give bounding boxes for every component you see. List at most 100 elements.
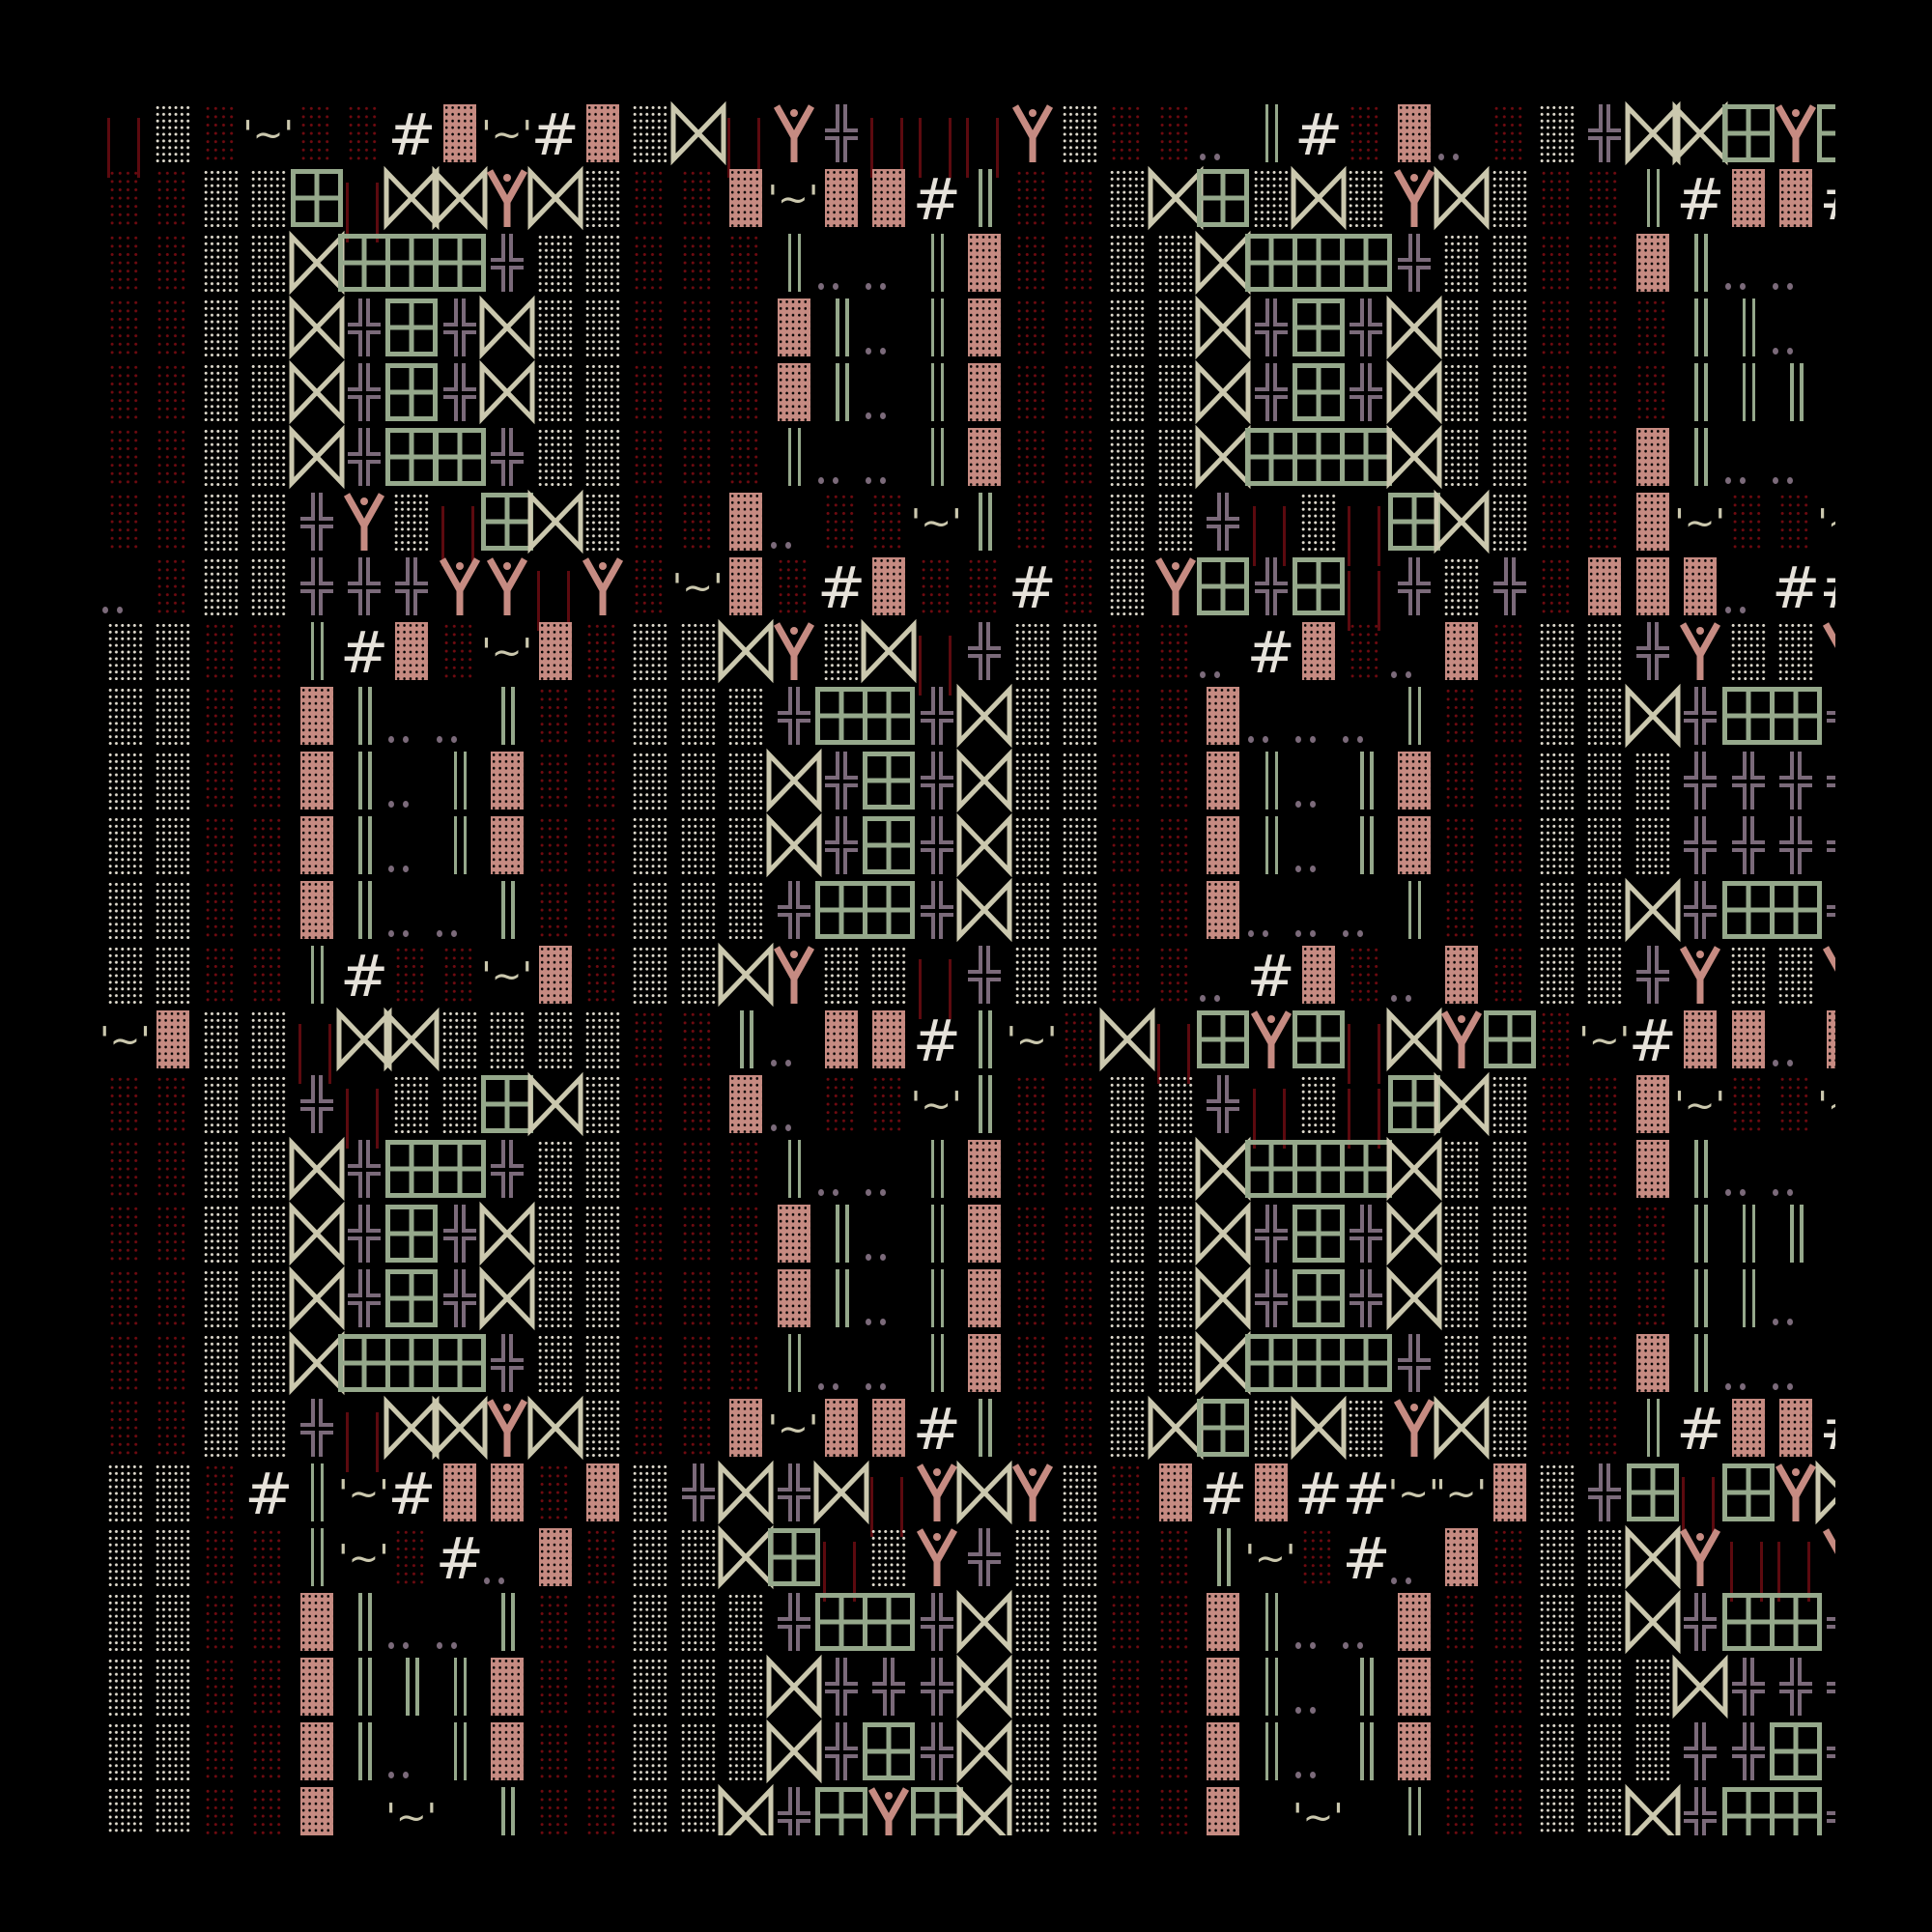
light-stipple-block <box>149 1593 196 1658</box>
light-stipple-block <box>1009 1658 1056 1722</box>
dark-red-stipple-block <box>197 946 244 1010</box>
light-stipple-block <box>817 622 865 687</box>
dark-red-stipple-block <box>1533 1399 1580 1463</box>
double-bar-icon <box>1199 1528 1246 1593</box>
dark-red-stipple-block <box>1533 1010 1580 1075</box>
double-cross-icon <box>483 1334 530 1399</box>
light-stipple-block <box>1151 1075 1199 1140</box>
light-stipple-block <box>197 1140 244 1205</box>
pink-brick-block <box>1199 687 1246 752</box>
double-cross-icon <box>1580 104 1628 169</box>
grid-box-icon <box>290 169 343 234</box>
grid-box-icon <box>1293 1140 1345 1205</box>
double-bar-icon <box>1342 1658 1389 1722</box>
dark-red-stipple-block <box>101 1205 149 1269</box>
double-bar-icon <box>1676 428 1723 493</box>
two-dots-icon <box>865 1205 912 1269</box>
quote-tilde-text: '~' <box>671 566 724 609</box>
dark-red-stipple-block <box>101 1399 149 1463</box>
dark-red-stipple-block <box>1437 687 1485 752</box>
double-cross-icon <box>1724 1722 1772 1787</box>
bowtie-icon <box>1434 1071 1490 1140</box>
pink-brick-block <box>770 298 817 363</box>
dark-red-stipple-block <box>340 104 387 169</box>
light-stipple-block <box>101 1658 149 1722</box>
dark-red-stipple-block <box>149 1399 196 1463</box>
quote-tilde-glyph: '~' <box>338 1528 389 1593</box>
light-stipple-block <box>1629 1722 1676 1787</box>
hash-glyph: # <box>817 557 866 622</box>
dark-red-stipple-block <box>1437 816 1485 881</box>
bowtie-icon <box>289 1330 345 1399</box>
light-stipple-block <box>626 1787 673 1835</box>
light-stipple-block <box>1580 1787 1628 1835</box>
bowtie-icon <box>1195 295 1251 363</box>
dark-red-stipple-block <box>149 363 196 428</box>
pink-brick-block <box>1199 1658 1246 1722</box>
light-stipple-block <box>579 428 626 493</box>
light-stipple-block <box>149 622 196 687</box>
light-stipple-block <box>244 1205 292 1269</box>
dark-red-stipple-block <box>1009 1205 1056 1269</box>
light-stipple-block <box>579 298 626 363</box>
light-stipple-block <box>1103 557 1151 622</box>
two-dots-icon <box>483 1528 530 1593</box>
two-dots-icon <box>865 1269 912 1334</box>
double-cross-icon <box>1724 752 1772 816</box>
pink-brick-block <box>483 1722 530 1787</box>
double-bar-icon <box>340 881 387 946</box>
light-stipple-block <box>1580 687 1628 752</box>
light-stipple-block <box>531 1334 579 1399</box>
dark-red-stipple-block <box>101 493 149 557</box>
red-bars-icon <box>1724 1528 1772 1602</box>
double-cross-icon <box>865 1658 912 1722</box>
dark-red-stipple-block <box>1629 1205 1676 1269</box>
light-stipple-block <box>1486 1140 1533 1205</box>
two-dots-icon <box>1294 1658 1342 1722</box>
dark-red-stipple-block <box>817 493 865 557</box>
two-dots-icon <box>817 234 865 298</box>
grid-box-icon <box>1721 687 1775 752</box>
hash-glyph: # <box>1676 1399 1724 1463</box>
dark-red-stipple-block <box>626 1010 673 1075</box>
pink-brick-block <box>817 169 865 234</box>
light-stipple-block <box>436 1010 483 1075</box>
light-stipple-block <box>1486 234 1533 298</box>
light-stipple-block <box>244 557 292 622</box>
red-bars-icon <box>722 104 769 178</box>
grid-box-icon <box>1340 1140 1393 1205</box>
bowtie-icon <box>766 1719 822 1787</box>
dark-red-stipple-block <box>101 1140 149 1205</box>
hash-glyph: # <box>1772 557 1820 622</box>
y-figure-icon <box>340 493 387 557</box>
hash-text: # <box>1819 1401 1835 1459</box>
two-dots-icon <box>1390 1528 1437 1593</box>
two-dots-icon <box>1772 1269 1819 1334</box>
grid-box-icon <box>815 1787 867 1835</box>
dark-red-stipple-block <box>244 1787 292 1835</box>
light-stipple-block <box>1486 363 1533 428</box>
double-bar-icon <box>436 1722 483 1787</box>
light-stipple-block <box>1772 622 1819 687</box>
dark-red-stipple-block <box>1629 363 1676 428</box>
grid-box-icon <box>1770 687 1822 752</box>
pink-brick-block <box>1629 1334 1676 1399</box>
dark-red-stipple-block <box>960 557 1008 622</box>
dark-red-stipple-block <box>1533 428 1580 493</box>
double-cross-icon <box>340 428 387 493</box>
light-stipple-block <box>1580 752 1628 816</box>
two-dots-icon <box>436 1593 483 1658</box>
grid-box-icon <box>1387 493 1440 557</box>
dark-red-stipple-block <box>531 1722 579 1787</box>
two-dots-icon <box>817 1334 865 1399</box>
hash-glyph: # <box>1199 1463 1247 1528</box>
bowtie-icon <box>1815 1460 1835 1528</box>
double-bar-icon <box>340 1593 387 1658</box>
double-cross-icon <box>960 946 1008 1010</box>
light-stipple-block <box>1151 298 1199 363</box>
dark-red-stipple-block <box>626 363 673 428</box>
light-stipple-block <box>1437 363 1485 428</box>
dark-red-stipple-block <box>626 1075 673 1140</box>
hash-glyph: # <box>913 1010 961 1075</box>
light-stipple-block <box>674 687 722 752</box>
